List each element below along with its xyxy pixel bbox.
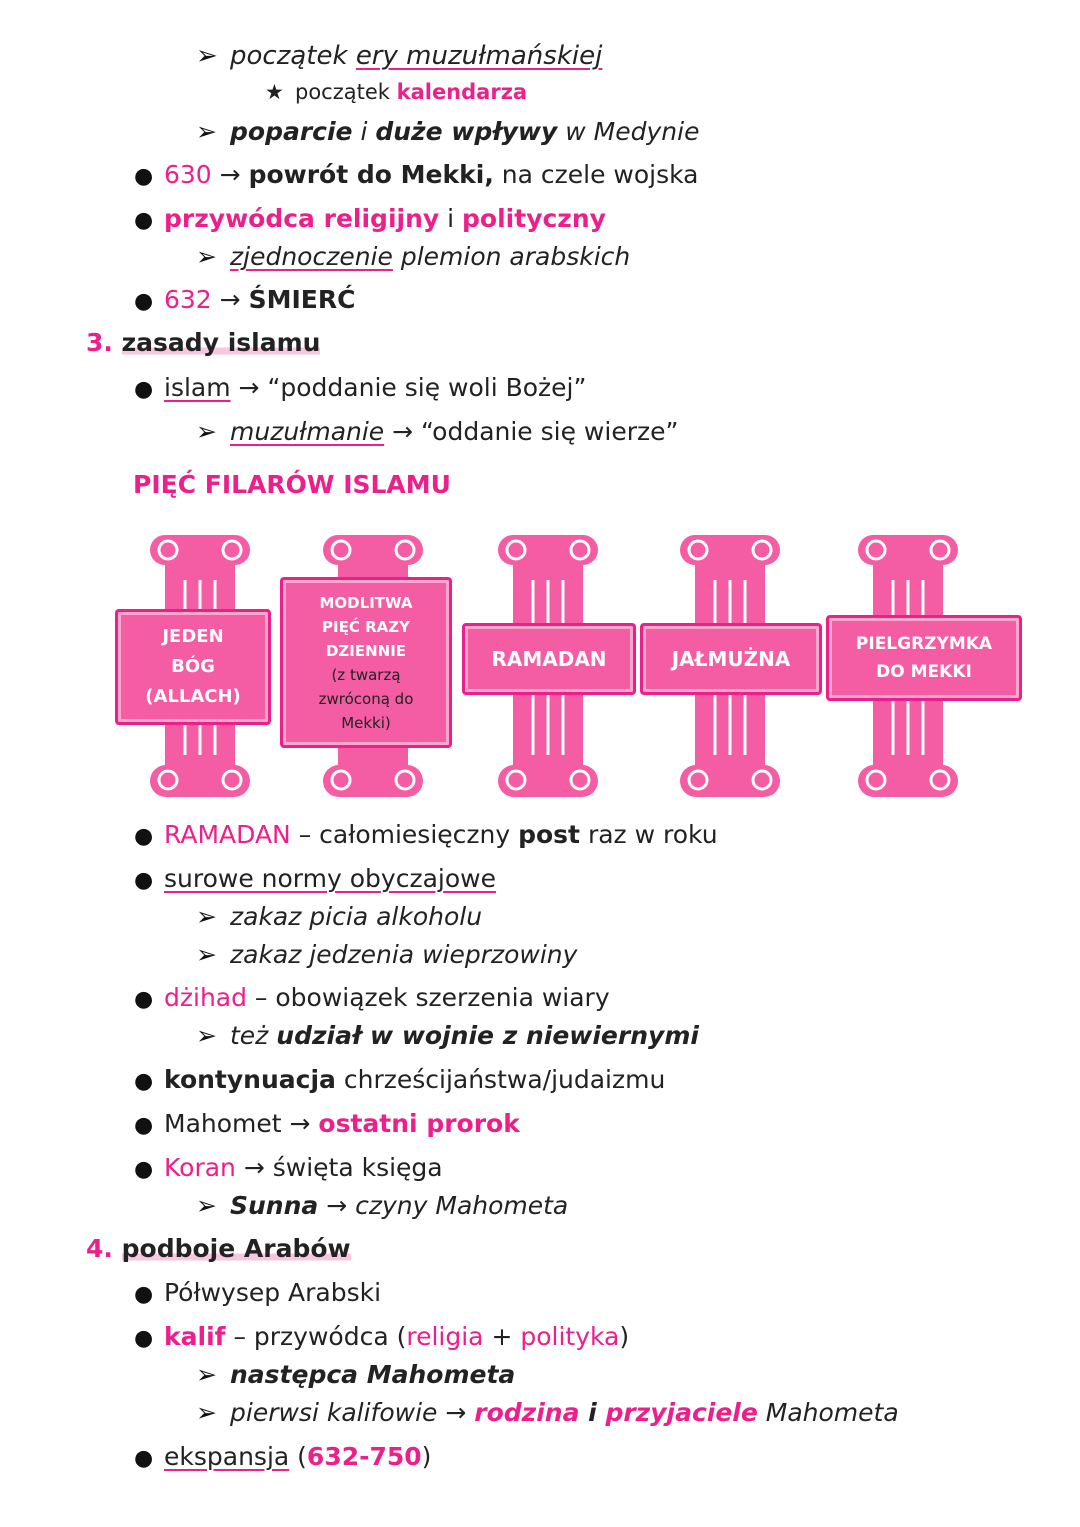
star-bullet-icon: ★ <box>265 80 284 104</box>
line-ramadan: ●RAMADAN – całomiesięczny post raz w rok… <box>134 819 718 853</box>
line-continuation: ●kontynuacja chrześcijaństwa/judaizmu <box>134 1064 665 1098</box>
pillar-column-icon <box>150 535 250 797</box>
dot-bullet-icon: ● <box>134 377 154 402</box>
arrow-bullet-icon: ➢ <box>196 1021 217 1050</box>
dot-bullet-icon: ● <box>134 164 154 189</box>
line-unification: ➢zjednoczenie plemion arabskich <box>196 242 631 271</box>
pillar-2-scroll: MODLITWA PIĘĆ RAZY DZIENNIE (z twarzą zw… <box>280 577 452 748</box>
line-leader: ●przywódca religijny i polityczny <box>134 203 606 237</box>
arrow-bullet-icon: ➢ <box>196 1398 217 1427</box>
arrow-bullet-icon: ➢ <box>196 902 217 931</box>
arrow-bullet-icon: ➢ <box>196 117 217 146</box>
line-successor: ➢następca Mahometa <box>196 1360 516 1389</box>
pillar-1 <box>130 525 270 805</box>
pillar-3-scroll: RAMADAN <box>462 623 636 695</box>
line-norms: ●surowe normy obyczajowe <box>134 863 496 897</box>
line-pork: ➢zakaz jedzenia wieprzowiny <box>196 940 578 969</box>
line-war: ➢też udział w wojnie z niewiernymi <box>196 1021 699 1050</box>
arrow-bullet-icon: ➢ <box>196 1360 217 1389</box>
arrow-bullet-icon: ➢ <box>196 940 217 969</box>
line-630: ●630 → powrót do Mekki, na czele wojska <box>134 159 698 193</box>
dot-bullet-icon: ● <box>134 208 154 233</box>
line-calendar: ★początek kalendarza <box>265 76 527 108</box>
dot-bullet-icon: ● <box>134 1113 154 1138</box>
line-prophet: ●Mahomet → ostatni prorok <box>134 1108 520 1142</box>
pillar-1-scroll: JEDEN BÓG (ALLACH) <box>115 609 271 725</box>
dot-bullet-icon: ● <box>134 1446 154 1471</box>
pillars-heading: PIĘĆ FILARÓW ISLAMU <box>133 470 451 499</box>
dot-bullet-icon: ● <box>134 1282 154 1307</box>
arrow-bullet-icon: ➢ <box>196 1191 217 1220</box>
dot-bullet-icon: ● <box>134 1157 154 1182</box>
arrow-bullet-icon: ➢ <box>196 41 218 71</box>
arrow-bullet-icon: ➢ <box>196 242 217 271</box>
line-islam: ●islam → “poddanie się woli Bożej” <box>134 372 586 406</box>
line-caliph: ●kalif – przywódca (religia + polityka) <box>134 1321 629 1355</box>
dot-bullet-icon: ● <box>134 1326 154 1351</box>
line-first-caliphs: ➢pierwsi kalifowie → rodzina i przyjacie… <box>196 1398 899 1427</box>
line-expansion: ●ekspansja (632-750) <box>134 1441 431 1475</box>
section-heading-4: 4. podboje Arabów <box>86 1234 351 1263</box>
dot-bullet-icon: ● <box>134 868 154 893</box>
line-muslims: ➢muzułmanie → “oddanie się wierze” <box>196 417 679 446</box>
line-peninsula: ●Półwysep Arabski <box>134 1277 381 1311</box>
dot-bullet-icon: ● <box>134 987 154 1012</box>
line-support: ➢poparcie i duże wpływy w Medynie <box>196 117 700 146</box>
dot-bullet-icon: ● <box>134 1069 154 1094</box>
dot-bullet-icon: ● <box>134 824 154 849</box>
line-632: ●632 → ŚMIERĆ <box>134 284 355 318</box>
line-jihad: ●dżihad – obowiązek szerzenia wiary <box>134 982 610 1016</box>
line-koran: ●Koran → święta księga <box>134 1152 443 1186</box>
line-alcohol: ➢zakaz picia alkoholu <box>196 902 483 931</box>
pillar-5-scroll: PIELGRZYMKA DO MEKKI <box>826 615 1022 701</box>
line-sunna: ➢Sunna → czyny Mahometa <box>196 1191 569 1220</box>
dot-bullet-icon: ● <box>134 289 154 314</box>
section-heading-3: 3. zasady islamu <box>86 328 321 357</box>
pillar-4-scroll: JAŁMUŻNA <box>640 623 822 695</box>
arrow-bullet-icon: ➢ <box>196 417 217 446</box>
five-pillars-diagram: JEDEN BÓG (ALLACH) MODLITWA PIĘĆ RAZY DZ… <box>110 525 1030 805</box>
line-era: ➢początek ery muzułmańskiej <box>196 41 603 71</box>
